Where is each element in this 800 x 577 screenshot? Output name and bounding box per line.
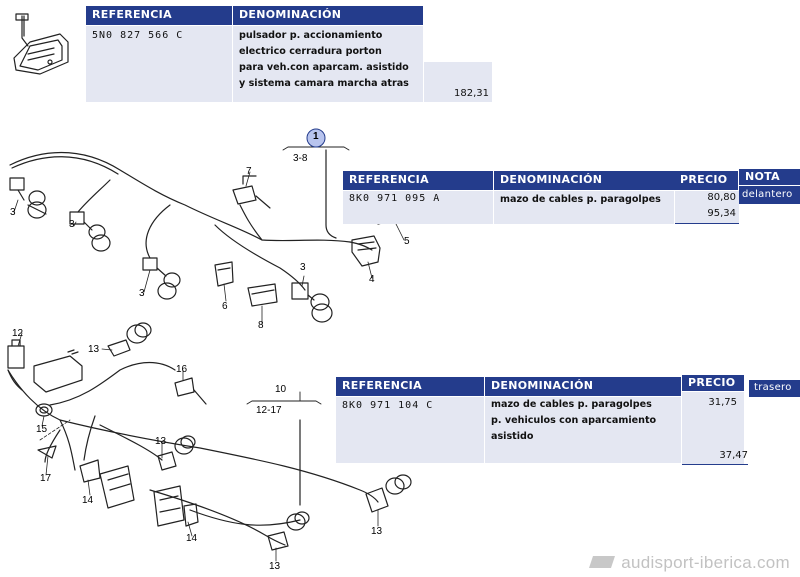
table-mid-desc-cell: mazo de cables p. paragolpes bbox=[494, 191, 674, 224]
front-connector-3a bbox=[9, 177, 47, 219]
front-harness bbox=[9, 149, 401, 323]
callout-3b: 3 bbox=[69, 219, 75, 230]
table-mid-price-cell bbox=[675, 191, 739, 224]
callout-14a: 14 bbox=[82, 495, 94, 506]
rear-clip-17 bbox=[37, 445, 57, 459]
table-mid-header-precio: PRECIO bbox=[674, 171, 738, 190]
rear-connector-12 bbox=[7, 339, 25, 369]
table-bot-desc: mazo de cables p. paragolpes p. vehiculo… bbox=[491, 399, 657, 442]
table-bot-price-1: 31,75 bbox=[708, 397, 737, 408]
table-mid-price-underline bbox=[675, 223, 739, 224]
rear-module bbox=[33, 349, 83, 393]
table-top-header-den: DENOMINACIÓN bbox=[233, 6, 423, 25]
front-connector-3b bbox=[69, 211, 111, 252]
callout-12: 12 bbox=[12, 328, 24, 339]
rear-sensor-13c bbox=[365, 474, 412, 513]
callout-10-range: 12-17 bbox=[256, 405, 282, 416]
front-connector-3c bbox=[142, 257, 181, 300]
rear-module-14a bbox=[79, 459, 135, 509]
table-bot-nota-value: trasero bbox=[749, 380, 800, 397]
table-mid-price-1: 80,80 bbox=[707, 192, 736, 203]
callout-14b: 14 bbox=[186, 533, 198, 544]
callout-7: 7 bbox=[246, 166, 252, 177]
table-mid-header-ref: REFERENCIA bbox=[343, 171, 493, 190]
table-bot-price-2: 37,47 bbox=[719, 450, 748, 461]
callout-3c: 3 bbox=[139, 288, 145, 299]
rear-module-14b bbox=[153, 485, 199, 527]
callout-1-range: 3-8 bbox=[293, 153, 308, 164]
clip-6 bbox=[214, 261, 234, 287]
watermark: audisport-iberica.com bbox=[587, 553, 790, 573]
table-top-header-ref: REFERENCIA bbox=[86, 6, 232, 25]
table-bot-header-ref: REFERENCIA bbox=[336, 377, 484, 396]
table-bot-price-underline bbox=[682, 464, 748, 465]
table-mid-header-den: DENOMINACIÓN bbox=[494, 171, 674, 190]
callout-4: 4 bbox=[369, 274, 375, 285]
table-bot-desc-cell: mazo de cables p. paragolpes p. vehiculo… bbox=[485, 397, 681, 463]
callout-3a: 3 bbox=[10, 207, 16, 218]
rear-sensor-13b bbox=[157, 435, 196, 471]
table-mid-nota-value: delantero bbox=[739, 186, 800, 204]
rear-clip-16 bbox=[174, 377, 207, 405]
callout-13c: 13 bbox=[371, 526, 383, 537]
table-mid-header-nota: NOTA bbox=[739, 169, 800, 185]
callout-1: 1 bbox=[313, 131, 319, 142]
leader-lines bbox=[13, 171, 405, 562]
table-mid-ref-cell: 8K0 971 095 A bbox=[343, 191, 493, 224]
callout-3d: 3 bbox=[300, 262, 306, 273]
table-top-price-cell bbox=[424, 62, 492, 102]
callout-5: 5 bbox=[404, 236, 410, 247]
callout-13a: 13 bbox=[88, 344, 100, 355]
callout-13d: 13 bbox=[269, 561, 281, 572]
rear-harness bbox=[7, 322, 412, 551]
table-bot-ref-cell: 8K0 971 104 C bbox=[336, 397, 484, 463]
callout-16: 16 bbox=[176, 364, 188, 375]
callout-6: 6 bbox=[222, 301, 228, 312]
table-bot-ref: 8K0 971 104 C bbox=[342, 400, 434, 411]
table-top-desc: pulsador p. accionamiento electrico cerr… bbox=[239, 30, 409, 89]
table-mid-price-2: 95,34 bbox=[707, 208, 736, 219]
callout-8: 8 bbox=[258, 320, 264, 331]
watermark-logo-icon bbox=[589, 556, 616, 568]
connector-4 bbox=[351, 235, 381, 267]
callout-17: 17 bbox=[40, 473, 52, 484]
callout-13b: 13 bbox=[155, 436, 167, 447]
callout-1-circle bbox=[306, 128, 326, 148]
clip-8 bbox=[247, 283, 278, 307]
table-top-desc-cell: pulsador p. accionamiento electrico cerr… bbox=[233, 26, 423, 102]
range-brackets bbox=[246, 146, 350, 405]
front-connector-3d bbox=[291, 282, 333, 323]
table-top-ref: 5N0 827 566 C bbox=[92, 30, 184, 41]
table-mid-ref: 8K0 971 095 A bbox=[349, 193, 441, 204]
rear-sensor-13d bbox=[267, 511, 310, 551]
clip-7 bbox=[232, 175, 271, 209]
table-bot-price-cell bbox=[682, 392, 744, 464]
table-bot-header-precio: PRECIO bbox=[682, 375, 744, 391]
table-mid-desc: mazo de cables p. paragolpes bbox=[500, 194, 661, 205]
rear-sensor-13a bbox=[107, 322, 152, 357]
table-bot-header-den: DENOMINACIÓN bbox=[485, 377, 681, 396]
switch-part-illustration bbox=[13, 13, 69, 75]
callout-15: 15 bbox=[36, 424, 48, 435]
callout-10: 10 bbox=[275, 384, 287, 395]
watermark-text: audisport-iberica.com bbox=[621, 553, 790, 572]
table-top-price: 182,31 bbox=[454, 88, 489, 99]
table-top-ref-cell: 5N0 827 566 C bbox=[86, 26, 232, 102]
